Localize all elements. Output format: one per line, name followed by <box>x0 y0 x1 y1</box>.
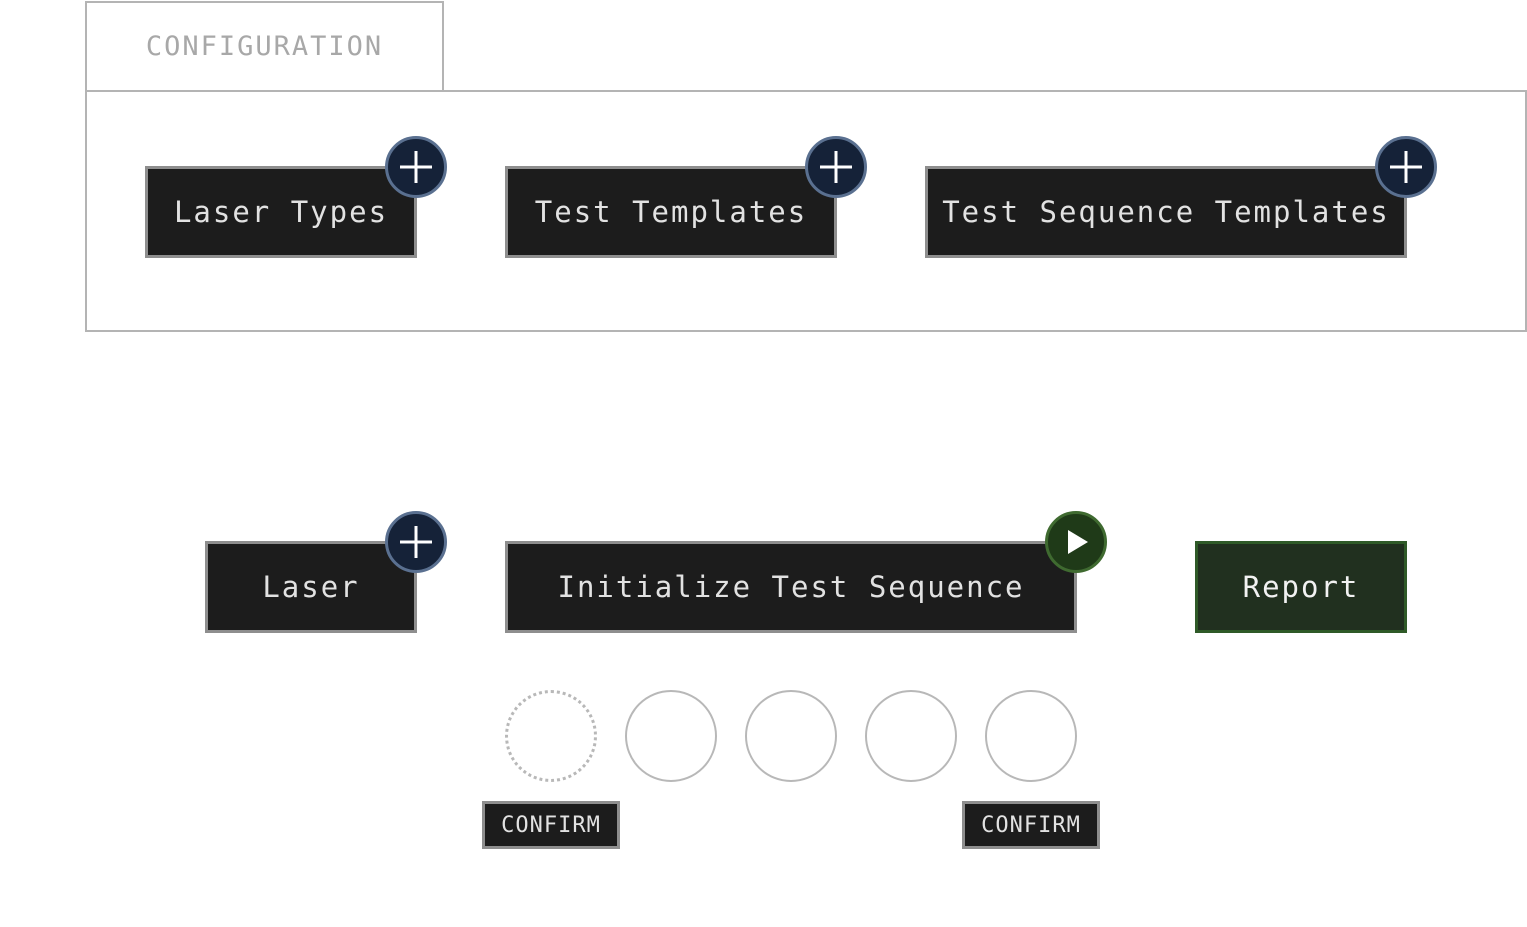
laser-types-node[interactable]: Laser Types <box>145 166 417 258</box>
sequence-step-2[interactable] <box>625 690 717 782</box>
laser-label: Laser <box>262 570 360 604</box>
test-sequence-templates-node[interactable]: Test Sequence Templates <box>925 166 1407 258</box>
sequence-step-3[interactable] <box>745 690 837 782</box>
confirm-button-last[interactable]: CONFIRM <box>962 801 1100 849</box>
test-templates-node[interactable]: Test Templates <box>505 166 837 258</box>
add-laser-button[interactable] <box>385 511 447 573</box>
initialize-test-sequence-node[interactable]: Initialize Test Sequence <box>505 541 1077 633</box>
confirm-label: CONFIRM <box>501 812 601 838</box>
plus-icon <box>400 526 432 558</box>
test-sequence-templates-label: Test Sequence Templates <box>942 195 1390 229</box>
add-test-template-button[interactable] <box>805 136 867 198</box>
play-icon <box>1068 530 1088 554</box>
laser-types-label: Laser Types <box>173 195 389 229</box>
run-test-sequence-button[interactable] <box>1045 511 1107 573</box>
configuration-tab-label: CONFIGURATION <box>145 31 384 62</box>
configuration-tab[interactable]: CONFIGURATION <box>85 1 444 90</box>
plus-icon <box>400 151 432 183</box>
sequence-step-5[interactable] <box>985 690 1077 782</box>
sequence-step-1[interactable] <box>505 690 597 782</box>
add-laser-type-button[interactable] <box>385 136 447 198</box>
configuration-panel <box>85 90 1527 332</box>
report-node[interactable]: Report <box>1195 541 1407 633</box>
confirm-button-first[interactable]: CONFIRM <box>482 801 620 849</box>
report-label: Report <box>1242 570 1360 604</box>
initialize-test-sequence-label: Initialize Test Sequence <box>557 570 1025 604</box>
confirm-label: CONFIRM <box>981 812 1081 838</box>
laser-node[interactable]: Laser <box>205 541 417 633</box>
plus-icon <box>820 151 852 183</box>
add-test-sequence-template-button[interactable] <box>1375 136 1437 198</box>
test-templates-label: Test Templates <box>534 195 808 229</box>
sequence-step-4[interactable] <box>865 690 957 782</box>
plus-icon <box>1390 151 1422 183</box>
